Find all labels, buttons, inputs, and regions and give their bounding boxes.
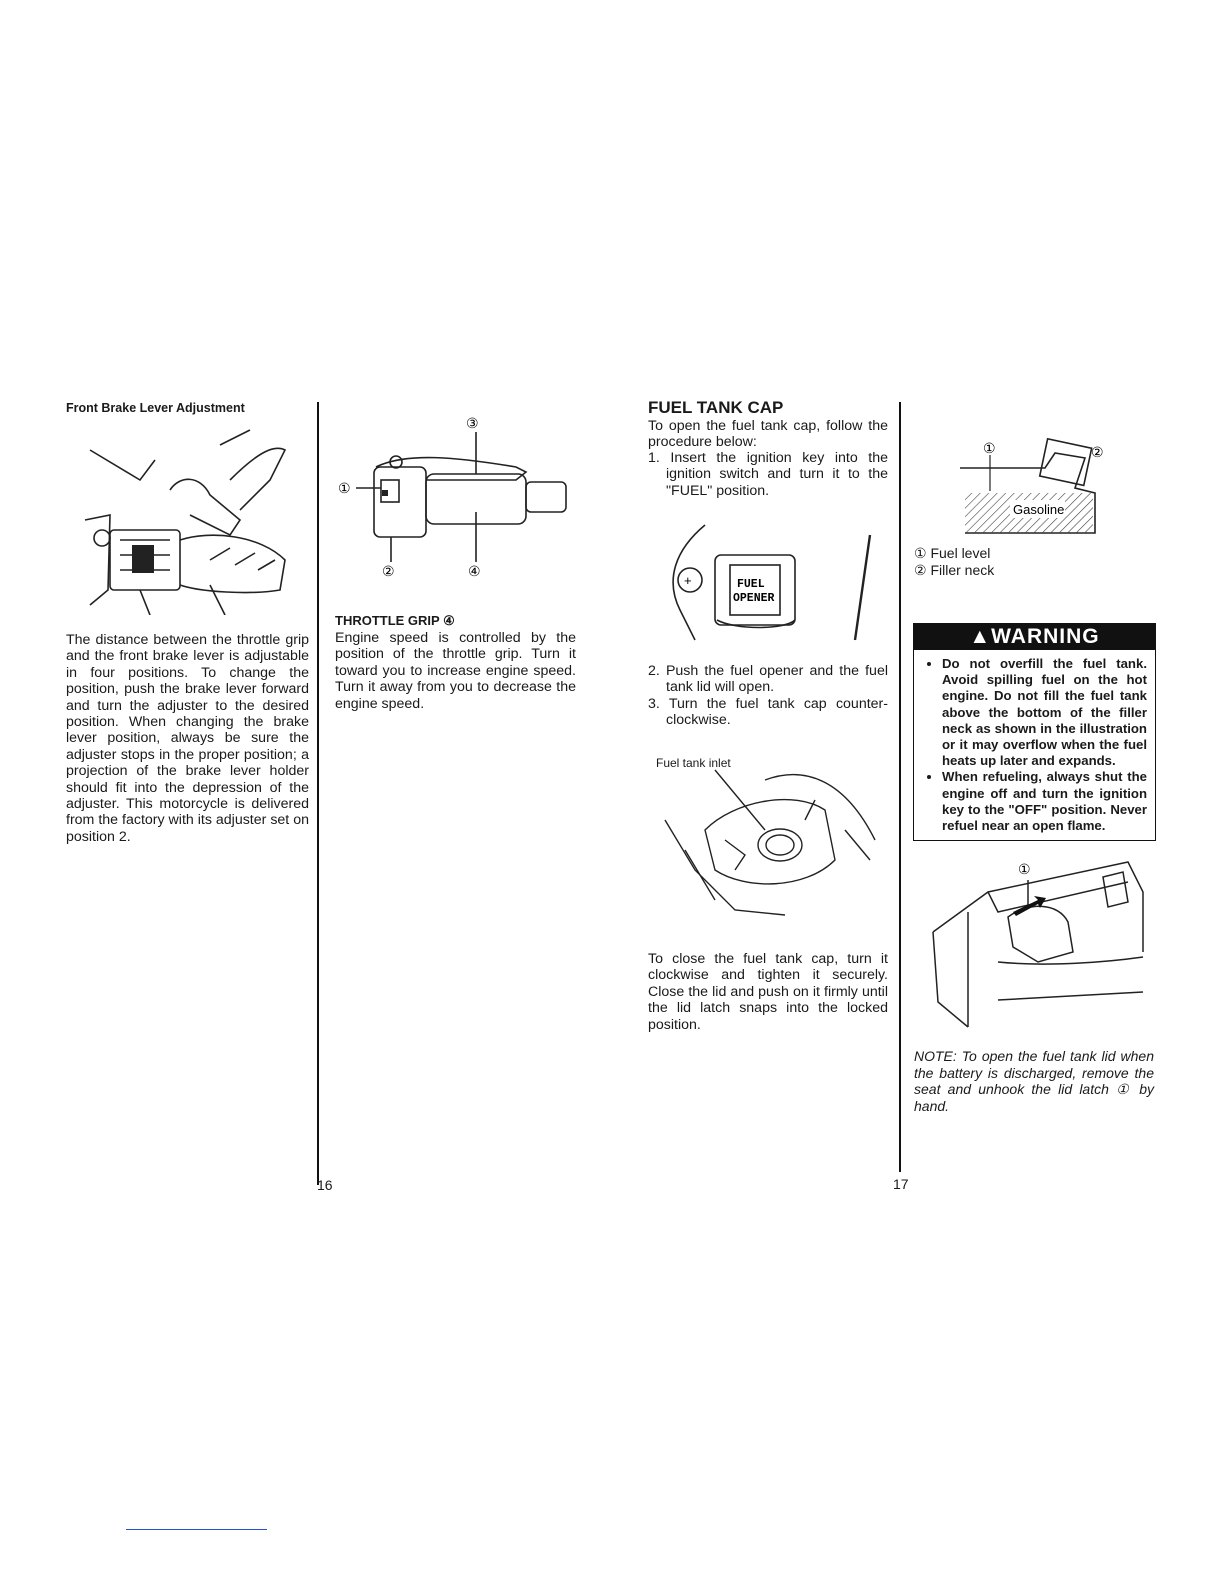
figure-label-1: ① (338, 480, 351, 496)
figure-label-2: ② (382, 563, 395, 579)
fuel-tank-cap-intro: To open the fuel tank cap, follow the pr… (648, 418, 888, 451)
right-column-divider (899, 402, 901, 1172)
throttle-grip-illustration: ③ ① ② ④ (336, 412, 576, 592)
fuel-step-3: 3. Turn the fuel tank cap counter-clockw… (648, 695, 888, 729)
lid-latch-marker: ① (1018, 861, 1031, 877)
warning-list: Do not overfill the fuel tank. Avoid spi… (914, 650, 1155, 840)
fuel-level-illustration: Gasoline ① ② (955, 433, 1115, 543)
legend-fuel-level: ① Fuel level (914, 545, 991, 561)
figure-label-4: ④ (468, 563, 481, 579)
fuel-figure-legend: ① Fuel level ② Filler neck (914, 545, 994, 578)
bottom-rule (126, 1529, 267, 1530)
fuel-step-1: 1. Insert the ignition key into the igni… (648, 450, 888, 499)
legend-filler-neck: ② Filler neck (914, 561, 995, 578)
lid-latch-illustration: ① (928, 852, 1148, 1032)
warning-heading: ▲WARNING (914, 624, 1155, 650)
filler-neck-marker: ② (1091, 444, 1104, 460)
fuel-tank-inlet-illustration (655, 760, 895, 920)
fuel-lid-note: NOTE: To open the fuel tank lid when the… (914, 1048, 1154, 1114)
page-number-17: 17 (893, 1176, 909, 1192)
left-column-divider (317, 402, 319, 1185)
fuel-tank-inlet-label: Fuel tank inlet (656, 756, 731, 770)
warning-item-2: When refueling, always shut the engine o… (942, 769, 1147, 834)
fuel-opener-label-1: FUEL (737, 578, 765, 591)
warning-box: ▲WARNING Do not overfill the fuel tank. … (913, 623, 1156, 842)
fuel-tank-close-text: To close the fuel tank cap, turn it cloc… (648, 951, 888, 1033)
throttle-grip-heading: THROTTLE GRIP ④ (335, 613, 455, 628)
brake-lever-illustration (80, 420, 295, 615)
fuel-opener-label-2: OPENER (733, 592, 775, 605)
throttle-grip-body: Engine speed is controlled by the positi… (335, 630, 576, 712)
fuel-steps-part1: 1. Insert the ignition key into the igni… (648, 450, 888, 499)
brake-lever-body: The distance between the throttle grip a… (66, 632, 309, 845)
warning-triangle-icon: ▲ (969, 625, 992, 648)
svg-text:+: + (684, 573, 692, 588)
fuel-opener-illustration: + FUEL OPENER (655, 520, 895, 650)
figure-label-3: ③ (466, 415, 479, 431)
fuel-level-marker: ① (983, 440, 996, 456)
gasoline-label: Gasoline (1013, 502, 1064, 517)
fuel-steps-part2: 2. Push the fuel opener and the fuel tan… (648, 663, 888, 729)
fuel-tank-cap-title: FUEL TANK CAP (648, 398, 784, 417)
fuel-step-2: 2. Push the fuel opener and the fuel tan… (648, 663, 888, 696)
brake-lever-title: Front Brake Lever Adjustment (66, 401, 245, 415)
warning-item-1: Do not overfill the fuel tank. Avoid spi… (942, 656, 1147, 769)
page-number-16: 16 (317, 1177, 333, 1193)
